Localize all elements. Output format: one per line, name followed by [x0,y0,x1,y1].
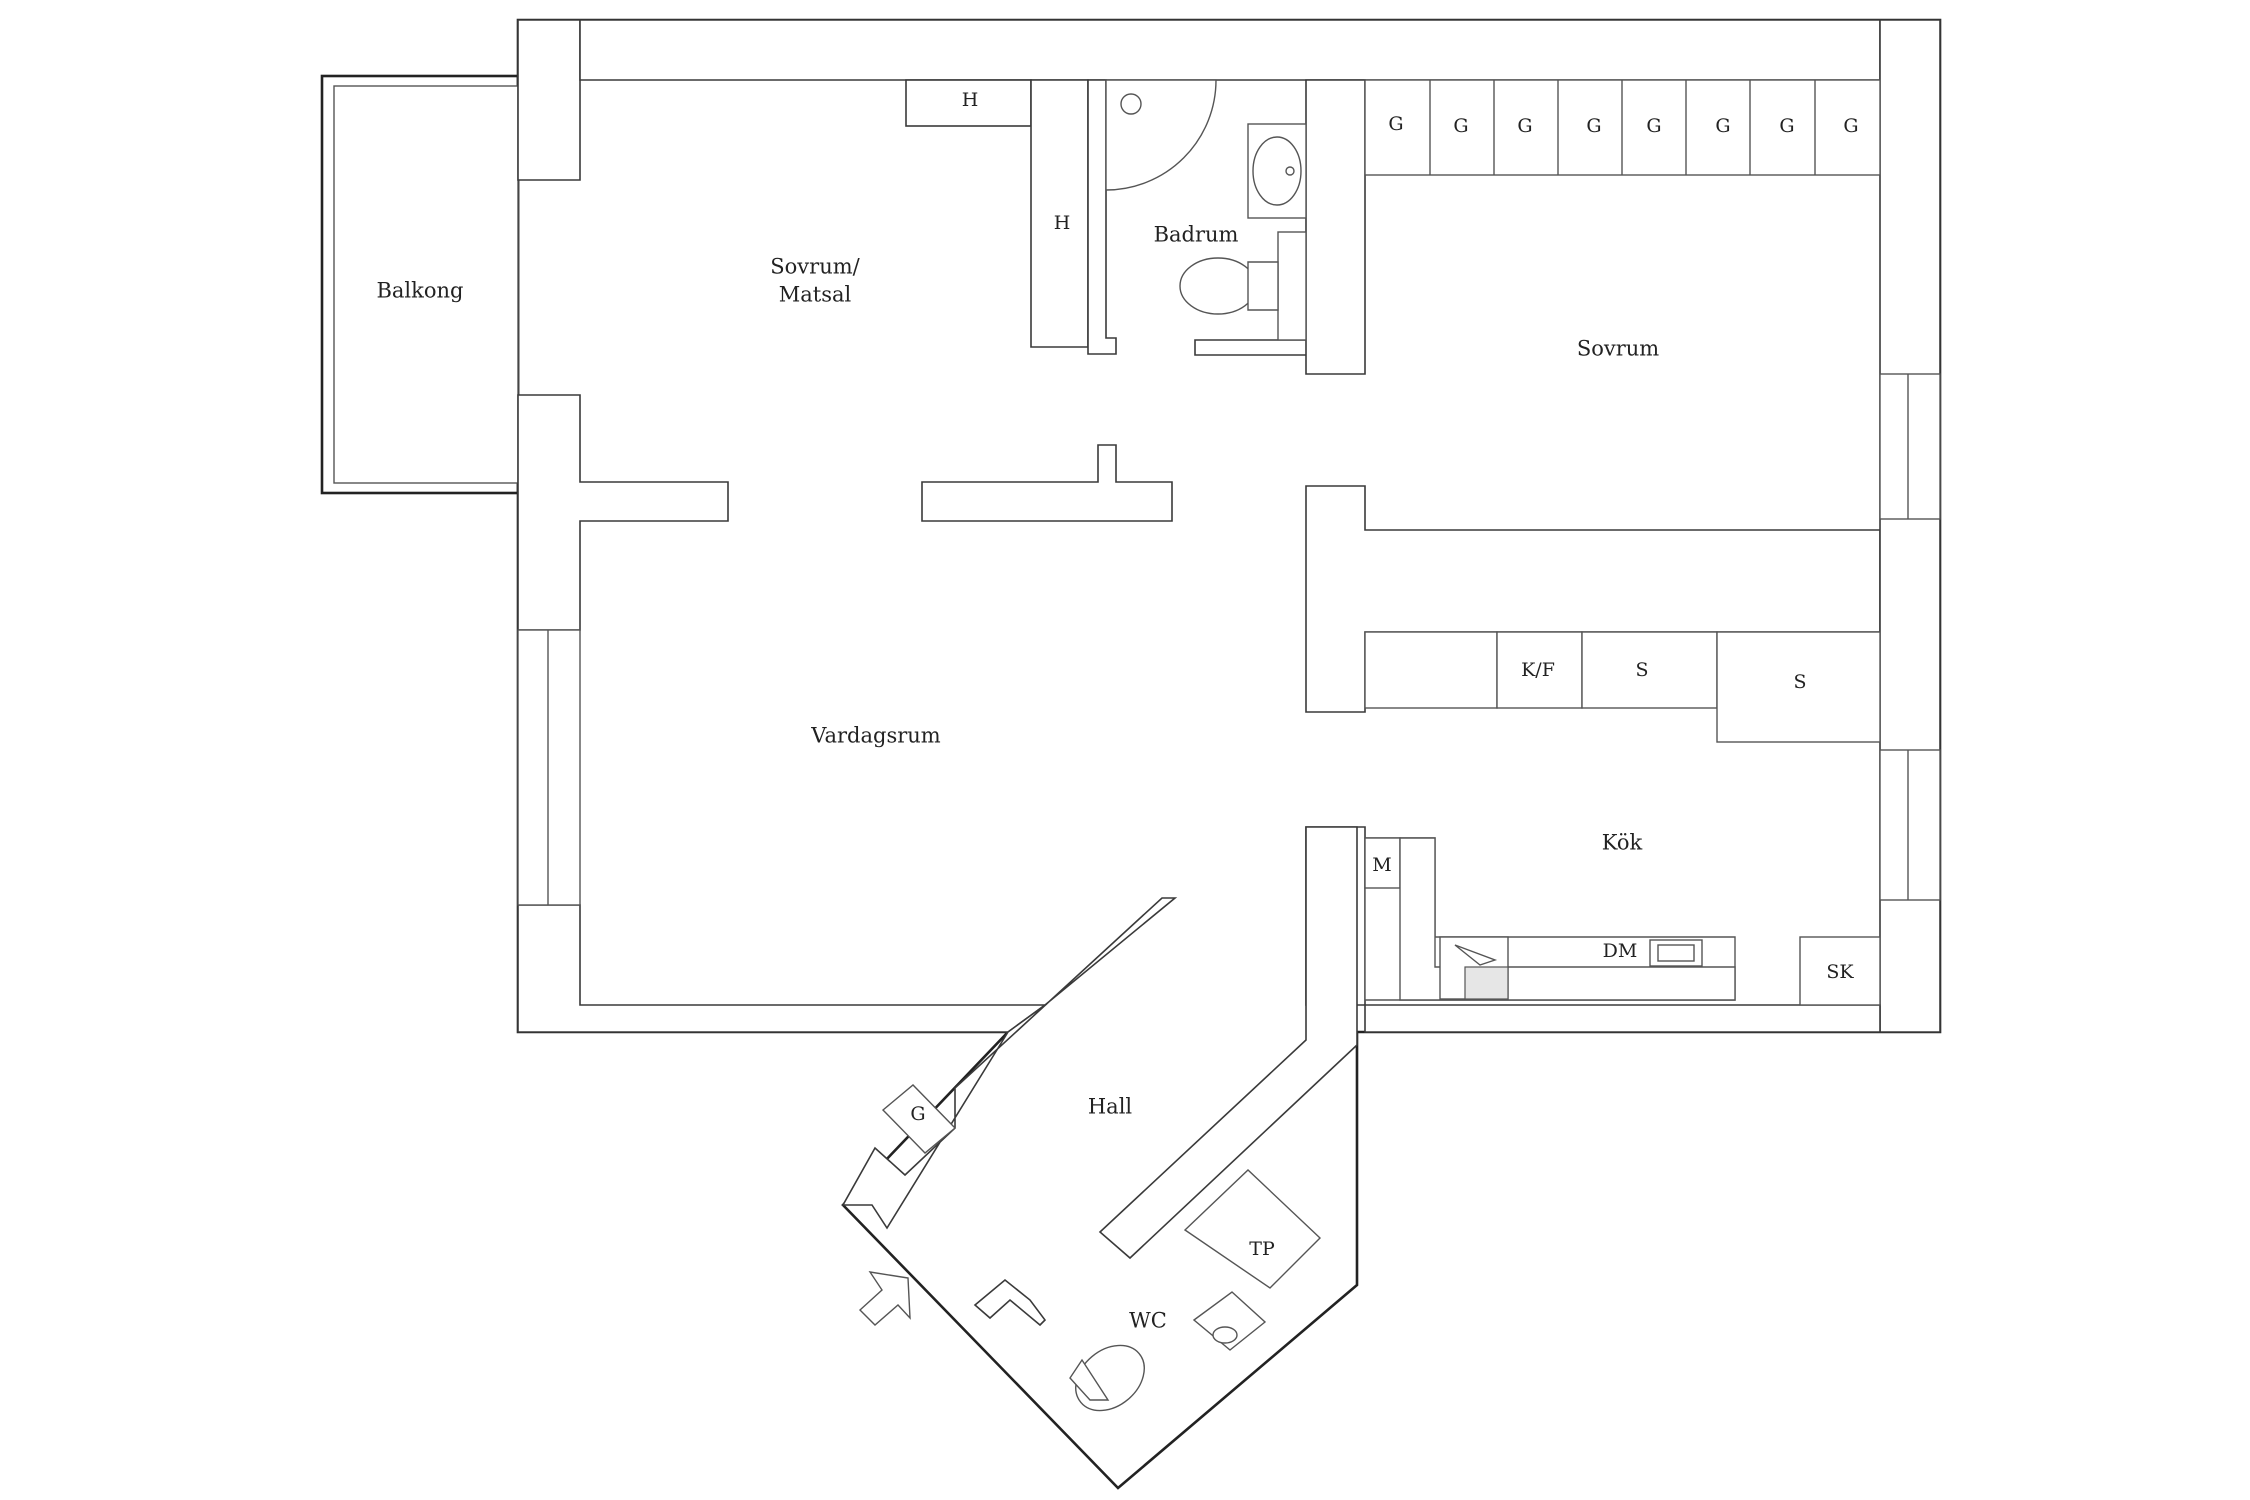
bath-sink [1247,123,1307,219]
label-h-side: H [1054,212,1071,234]
wc-area [1069,1169,1322,1412]
label-balkong: Balkong [376,279,463,303]
label-g-6: G [1715,115,1730,137]
wall-top [579,19,1881,81]
label-s1: S [1635,659,1648,681]
label-sovrum-matsal-1: Sovrum/ [770,255,860,279]
label-g-hall: G [910,1103,925,1125]
label-sovrum: Sovrum [1577,337,1659,361]
kitchen-upper-units [1364,631,1881,743]
label-s2: S [1793,671,1806,693]
label-g-5: G [1646,115,1661,137]
label-h-top: H [962,89,979,111]
label-hall: Hall [1088,1095,1133,1119]
window-right-lower [1879,749,1941,901]
bath-toilet [1179,231,1307,341]
label-wc: WC [1129,1309,1167,1333]
label-g-8: G [1843,115,1858,137]
kitchen-counter [1364,837,1881,1006]
wall-left-mid [517,394,729,631]
label-badrum: Badrum [1154,223,1239,247]
label-kok: Kök [1602,831,1643,855]
label-g-7: G [1779,115,1794,137]
wall-hall-left [841,897,1178,1230]
wall-partition-center [921,444,1173,522]
label-m: M [1372,854,1391,876]
wall-hall-step [973,1278,1047,1327]
balcony [320,74,520,495]
wardrobe-row [1364,79,1881,176]
label-kf: K/F [1521,659,1555,681]
label-g-2: G [1453,115,1468,137]
wall-left-lower [517,904,1048,1033]
wall-bottom-right [1364,1004,1881,1033]
entry-arrow-icon [858,1271,911,1326]
label-g-1: G [1388,113,1403,135]
wall-left-upper [517,19,581,181]
wall-hall-right [1098,826,1358,1260]
window-left [517,629,581,906]
label-sk: SK [1826,961,1854,983]
shower [1105,79,1217,191]
label-vardagsrum: Vardagsrum [810,724,941,748]
hall-closet [881,1084,957,1154]
label-g-3: G [1517,115,1532,137]
label-g-4: G [1586,115,1601,137]
label-tp: TP [1249,1238,1275,1260]
label-dm: DM [1603,940,1638,962]
window-right-upper [1879,373,1941,520]
label-sovrum-matsal-2: Matsal [779,283,852,307]
